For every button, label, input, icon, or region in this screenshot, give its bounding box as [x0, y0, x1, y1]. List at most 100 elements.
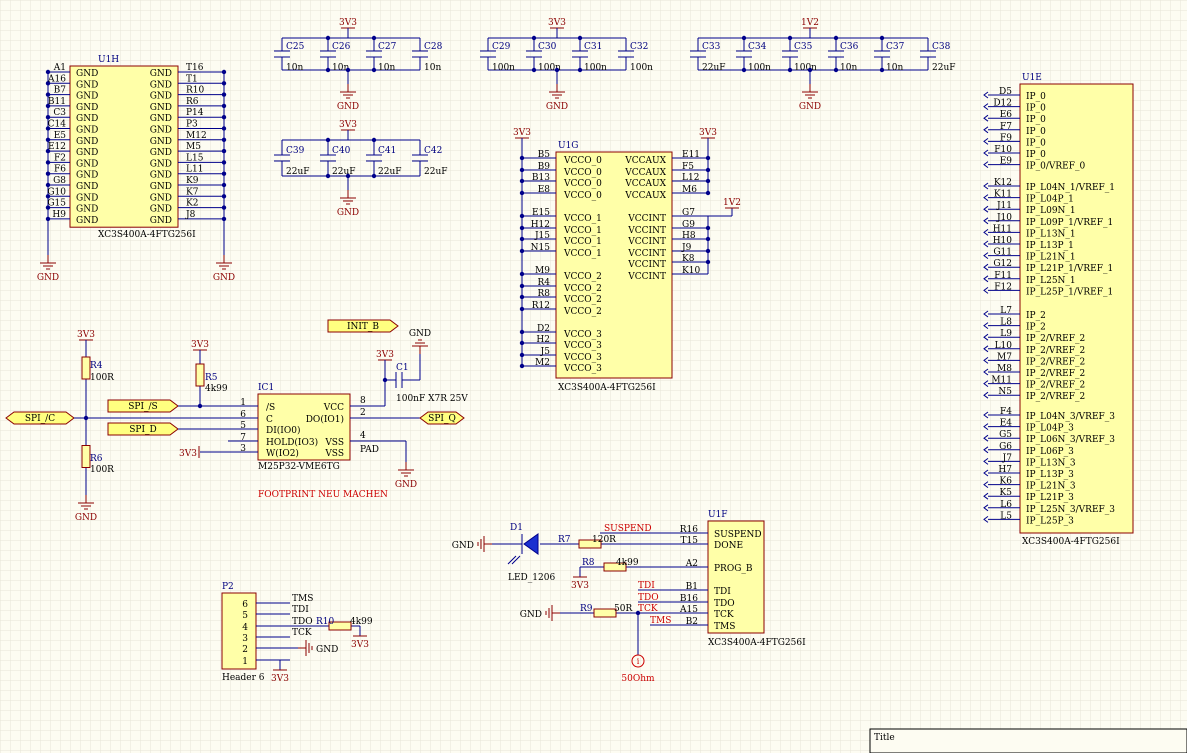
u1e-no-connect: [983, 287, 989, 294]
ic1-pin-number: 2: [360, 408, 366, 418]
spi-d-net-label: SPI_D: [129, 425, 157, 435]
u1g-pin-number: F5: [682, 162, 694, 172]
u1h-pin-number: R10: [186, 86, 205, 96]
u1g-pin-label: VCCO_0: [563, 156, 602, 166]
tdi-wire-label: TDI: [638, 581, 655, 591]
u1e-pin-label: IP_L13P_1: [1026, 241, 1074, 251]
u1e-pin-label: IP_2/VREF_2: [1026, 346, 1085, 356]
u1g-pin-number: E15: [532, 208, 550, 218]
junction-dot: [45, 126, 51, 131]
caps-a-cap-ref: C28: [424, 42, 443, 52]
p2-pin-label: 1: [242, 657, 248, 667]
u1h-pin-number: C14: [48, 120, 67, 130]
u1e-pin-number: K6: [1000, 477, 1013, 487]
u1e-no-connect: [983, 114, 989, 122]
power-label: 1V2: [801, 18, 819, 28]
u1e-pin-label: IP_2/VREF_2: [1026, 381, 1085, 391]
u1h-pin-label: GND: [150, 171, 172, 181]
u1h-pin-label: GND: [150, 103, 172, 113]
u1e-part: XC3S400A-4FTG256I: [1022, 537, 1120, 547]
title-block-label: Title: [874, 733, 895, 743]
ic1-part: M25P32-VME6TG: [258, 462, 340, 472]
ic1-pad-label: PAD: [360, 445, 379, 455]
u1e-pin-label: IP_L21N_3: [1026, 482, 1076, 492]
u1h-pin-number: B11: [48, 97, 66, 107]
r6-ref: R6: [90, 454, 103, 464]
u1e-pin-label: IP_L25P_1/VREF_1: [1026, 287, 1113, 297]
u1h-pin-number: E12: [48, 142, 66, 152]
u1h-pin-label: GND: [76, 205, 98, 215]
u1e-pin-number: F4: [1000, 407, 1012, 417]
power-label: 3V3: [548, 18, 566, 28]
u1h-body: [69, 65, 179, 228]
gnd-label: GND: [37, 273, 59, 283]
junction-dot: [705, 155, 711, 161]
u1f-body: [707, 520, 765, 634]
u1g-pin-number: G7: [682, 208, 695, 218]
caps-a-cap-value: 10n: [286, 63, 303, 73]
u1g-body: [555, 151, 673, 379]
c1-value: 100nF X7R 25V: [396, 394, 468, 404]
u1e-pin-number: G6: [999, 442, 1012, 452]
junction-dot: [705, 178, 711, 184]
junction-dot: [705, 190, 711, 196]
caps-a-cap-ref: C26: [332, 42, 351, 52]
u1e-pin-number: F11: [994, 271, 1012, 281]
u1f-designator: U1F: [708, 510, 728, 520]
u1f-pin-label: TDO: [714, 599, 735, 609]
gnd-label: GND: [409, 329, 431, 339]
u1g-pin-label: VCCO_2: [563, 272, 602, 282]
u1e-no-connect: [983, 423, 989, 430]
u1h-part: XC3S400A-4FTG256I: [98, 230, 196, 240]
u1e-pin-number: L5: [1000, 511, 1012, 521]
power-label: 3V3: [513, 128, 531, 138]
junction-dot: [345, 173, 351, 179]
u1e-pin-number: D12: [993, 99, 1012, 109]
junction-dot: [45, 115, 51, 120]
u1e-pin-number: L10: [995, 341, 1013, 351]
u1e-pin-number: E9: [1000, 157, 1013, 167]
u1e-pin-label: IP_2: [1026, 311, 1046, 321]
p2-pin-label: 3: [242, 634, 248, 644]
junction-dot: [741, 67, 747, 73]
u1f-pin-label: DONE: [714, 541, 743, 551]
u1e-pin-label: IP_2/VREF_2: [1026, 392, 1085, 402]
r9-body: [593, 608, 617, 618]
u1h-pin-number: R6: [186, 97, 199, 107]
u1e-no-connect: [983, 252, 989, 259]
u1e-no-connect: [983, 516, 989, 523]
u1g-pin-label: VCCO_3: [563, 364, 602, 374]
u1e-pin-label: IP_0: [1026, 115, 1046, 125]
u1g-pin-label: VCCAUX: [624, 156, 666, 166]
u1g-pin-label: VCCO_3: [563, 341, 602, 351]
r6-value: 100R: [90, 465, 114, 475]
ic1-pin-number: 3: [240, 444, 246, 454]
u1e-no-connect: [983, 229, 989, 236]
caps-a-cap-ref: C25: [286, 42, 305, 52]
junction-dot: [371, 67, 377, 73]
u1h-pin-label: GND: [150, 126, 172, 136]
title-block: [869, 728, 1187, 753]
caps-c-cap-value: 22uF: [932, 63, 956, 73]
junction-dot: [531, 35, 537, 41]
junction-dot: [519, 363, 525, 369]
u1e-pin-number: M8: [997, 364, 1012, 374]
junction-dot: [807, 67, 813, 73]
u1g-pin-number: J9: [681, 243, 692, 253]
u1g-part: XC3S400A-4FTG256I: [558, 383, 656, 393]
ic1-pin-label: VSS: [324, 449, 344, 459]
r9-ref: R9: [580, 604, 593, 614]
gnd-label: GND: [337, 208, 359, 218]
u1e-no-connect: [983, 103, 989, 110]
junction-dot: [45, 81, 51, 86]
caps-d-cap-ref: C40: [332, 146, 351, 156]
caps-c-cap-value: 22uF: [702, 63, 726, 73]
u1e-no-connect: [983, 205, 989, 213]
u1h-pin-label: GND: [76, 216, 98, 226]
r7-ref: R7: [558, 535, 571, 545]
u1h-pin-label: GND: [150, 205, 172, 215]
u1g-pin-label: VCCO_1: [563, 226, 602, 236]
u1e-no-connect: [983, 492, 989, 500]
u1e-no-connect: [983, 138, 989, 145]
init-b-net-label-shape: [327, 319, 399, 333]
